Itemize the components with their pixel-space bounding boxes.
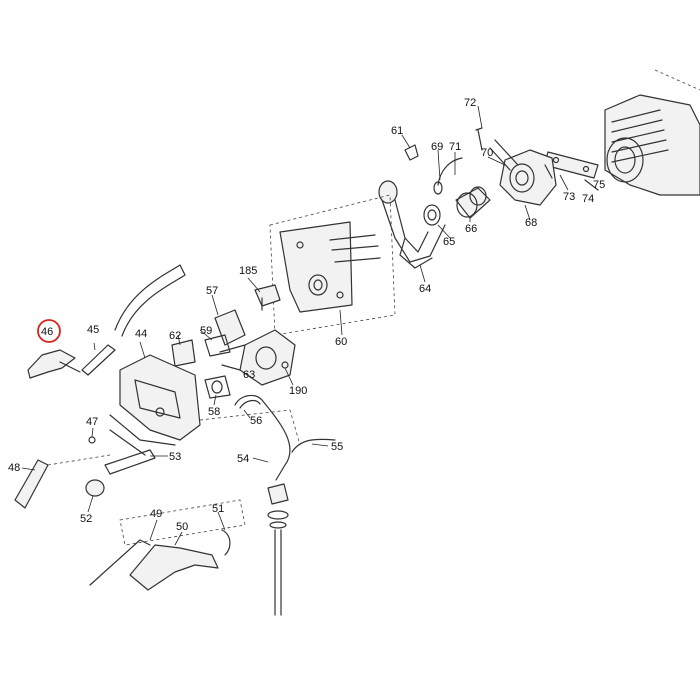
callout-66: 66 <box>465 223 477 235</box>
highlight-ring <box>37 319 61 343</box>
callout-62: 62 <box>169 330 181 342</box>
cylinder <box>604 69 700 196</box>
callout-59: 59 <box>200 325 212 337</box>
callout-57: 57 <box>206 285 218 297</box>
spring-51 <box>221 529 231 556</box>
callout-46: 46 <box>41 326 53 338</box>
clip <box>404 144 419 161</box>
intake-manifold <box>499 149 557 206</box>
pedal-50 <box>129 544 219 591</box>
callout-71: 71 <box>449 141 461 153</box>
tank-housing <box>109 354 201 456</box>
callout-55: 55 <box>331 441 343 453</box>
callout-44: 44 <box>135 328 147 340</box>
elbow-pipe <box>378 180 446 269</box>
callout-58: 58 <box>208 406 220 418</box>
callout-190: 190 <box>289 385 307 397</box>
lower-dashed-bracket <box>119 409 301 546</box>
impulse-hose <box>433 157 463 195</box>
callout-73: 73 <box>563 191 575 203</box>
bolt-set <box>475 127 519 171</box>
intake-elbow <box>214 309 246 346</box>
callout-70: 70 <box>481 147 493 159</box>
callout-69: 69 <box>431 141 443 153</box>
callout-63: 63 <box>243 369 255 381</box>
callout-56: 56 <box>250 415 262 427</box>
callout-labels: 46 45 44 62 59 57 185 190 60 61 69 71 72… <box>8 97 605 533</box>
leader-lines <box>21 105 569 546</box>
callout-51: 51 <box>212 503 224 515</box>
callout-50: 50 <box>176 521 188 533</box>
fuel-pickup <box>267 483 289 616</box>
gasket-59 <box>204 334 231 357</box>
callout-72: 72 <box>464 97 476 109</box>
callout-68: 68 <box>525 217 537 229</box>
callout-47: 47 <box>86 416 98 428</box>
gasket-58 <box>204 375 231 399</box>
adjuster-screw <box>254 284 281 311</box>
callout-52: 52 <box>80 513 92 525</box>
throttle-rod <box>114 264 186 337</box>
filter-block <box>171 339 196 367</box>
primer-52 <box>85 479 105 497</box>
screw-47 <box>88 436 96 444</box>
hose-55 <box>291 438 336 453</box>
pedal-49 <box>89 539 151 586</box>
trigger-lever <box>27 349 81 379</box>
callout-75: 75 <box>593 179 605 191</box>
callout-64: 64 <box>419 283 431 295</box>
callout-74: 74 <box>582 193 594 205</box>
callout-61: 61 <box>391 125 403 137</box>
callout-65: 65 <box>443 236 455 248</box>
fuel-hose-56 <box>234 394 291 481</box>
callout-48: 48 <box>8 462 20 474</box>
linkage-45 <box>81 344 116 376</box>
callout-45: 45 <box>87 324 99 336</box>
callout-185: 185 <box>239 265 257 277</box>
carburetor <box>219 329 296 386</box>
lever-53 <box>104 449 156 475</box>
clamp <box>423 204 441 226</box>
carburetor-plate-group <box>269 194 396 336</box>
handle-48 <box>14 454 111 509</box>
callout-49: 49 <box>150 508 162 520</box>
callout-54: 54 <box>237 453 249 465</box>
callout-53: 53 <box>169 451 181 463</box>
intake-boot <box>455 186 491 219</box>
callout-60: 60 <box>335 336 347 348</box>
